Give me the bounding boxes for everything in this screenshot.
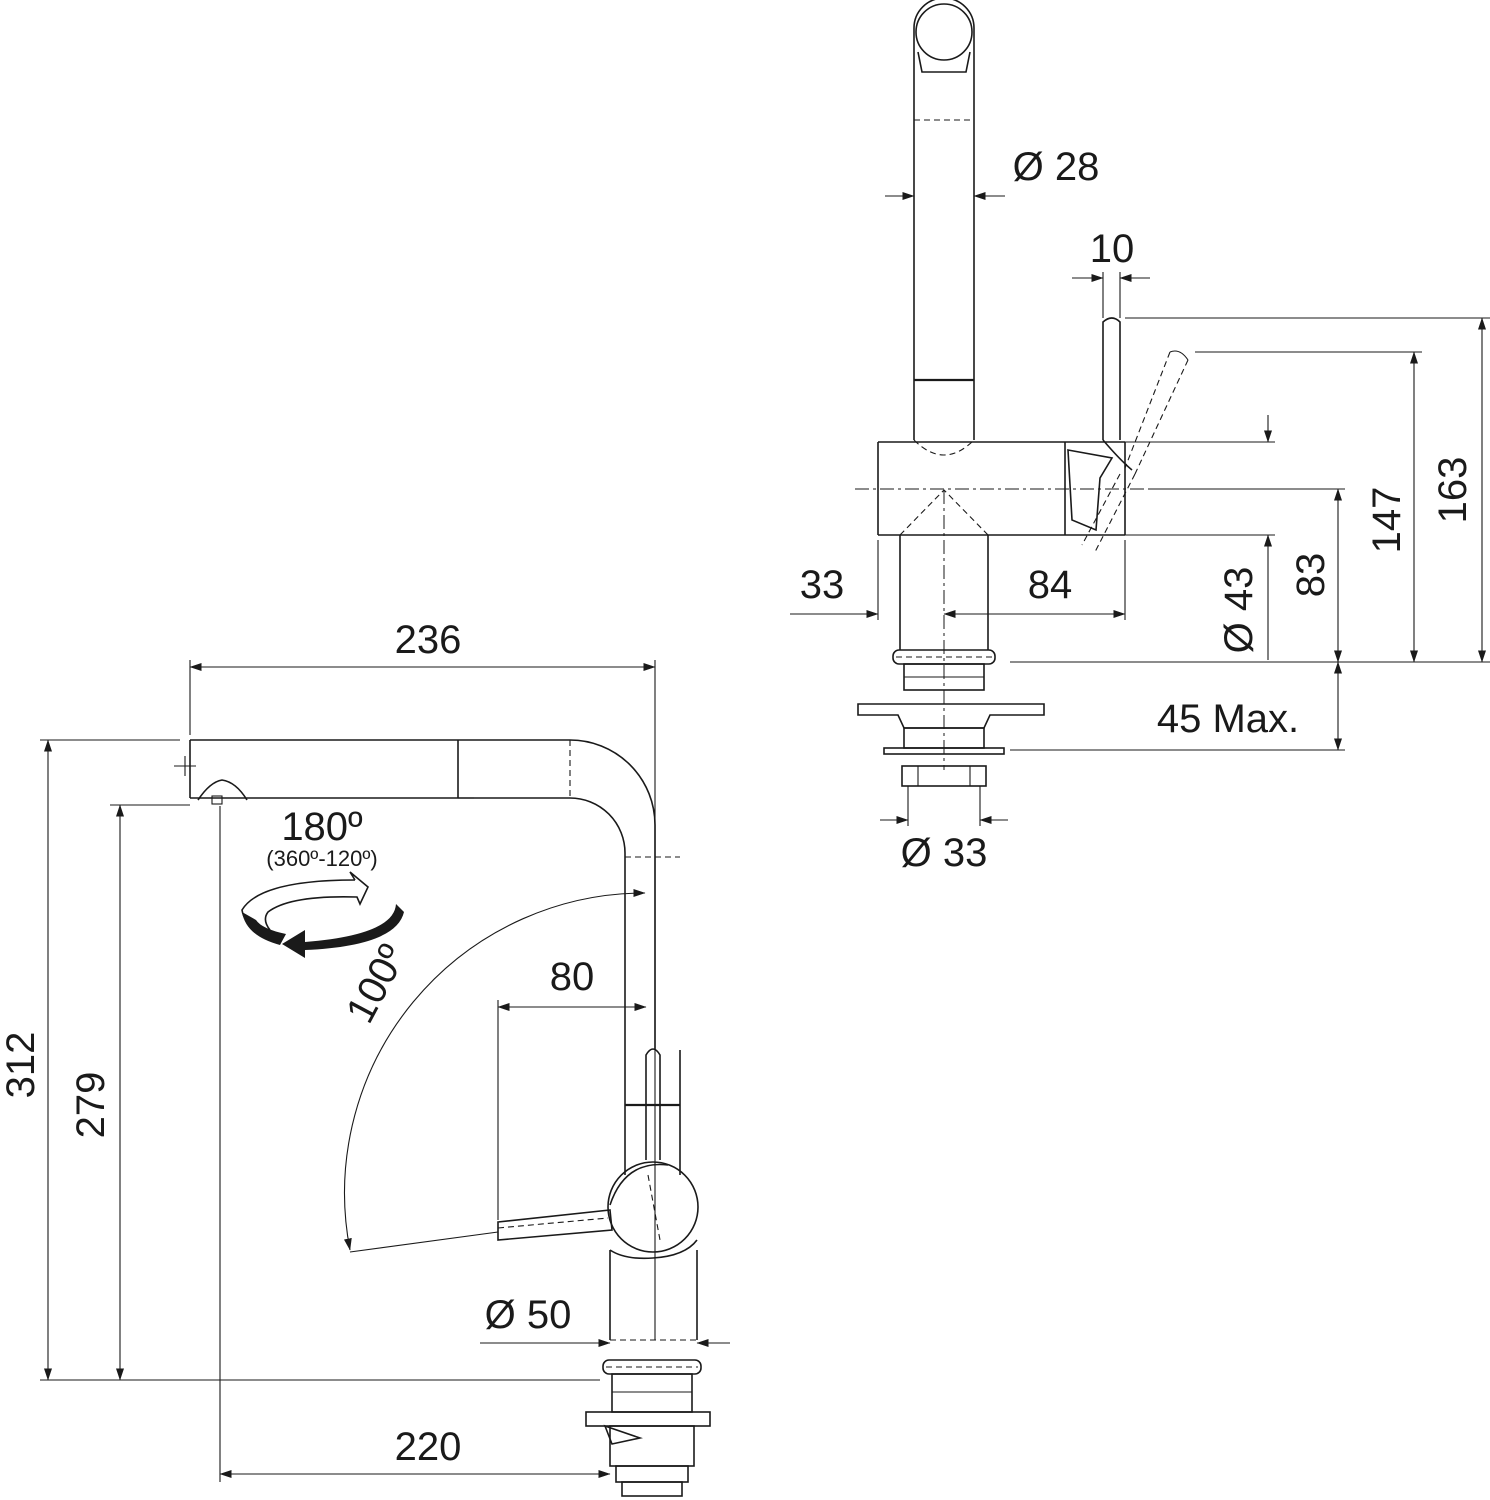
front-dimension-lines [790, 192, 1490, 826]
dim-236: 236 [395, 618, 462, 662]
side-dimension-lines [40, 660, 730, 1482]
dim-312: 312 [0, 1032, 43, 1099]
side-view: 236 220 312 279 80 Ø 50 100º 180º (360º-… [0, 618, 730, 1497]
front-lever [1081, 317, 1189, 553]
front-spout [913, 0, 975, 456]
front-body [855, 441, 1150, 770]
rotation-arrow-icon [241, 871, 404, 958]
dim-279: 279 [69, 1072, 113, 1139]
dim-spout-diameter: Ø 28 [1013, 145, 1100, 189]
dim-80: 80 [550, 955, 595, 999]
dim-84: 84 [1028, 563, 1073, 607]
dim-body-diameter: Ø 43 [1217, 567, 1261, 654]
dim-base-diameter: Ø 50 [485, 1293, 572, 1337]
lever-angle-label: 100º [338, 937, 415, 1030]
dim-83: 83 [1289, 553, 1333, 598]
dim-thread-diameter: Ø 33 [901, 831, 988, 875]
dim-147: 147 [1365, 487, 1409, 554]
front-dimension-labels: Ø 28 10 33 84 Ø 43 83 147 163 45 Max. Ø … [800, 145, 1475, 875]
dim-220: 220 [395, 1425, 462, 1469]
side-dimension-labels: 236 220 312 279 80 Ø 50 100º 180º (360º-… [0, 618, 594, 1469]
dim-45-max: 45 Max. [1157, 697, 1299, 741]
dim-10: 10 [1090, 227, 1135, 271]
spout [174, 739, 680, 1050]
side-mounting-hardware [585, 1359, 711, 1497]
front-view: Ø 28 10 33 84 Ø 43 83 147 163 45 Max. Ø … [790, 0, 1490, 875]
swivel-angle-label: 180º [281, 805, 363, 849]
front-base [857, 535, 1045, 787]
swivel-options-label: (360º-120º) [266, 846, 377, 871]
dim-33: 33 [800, 563, 845, 607]
dim-163: 163 [1431, 457, 1475, 524]
